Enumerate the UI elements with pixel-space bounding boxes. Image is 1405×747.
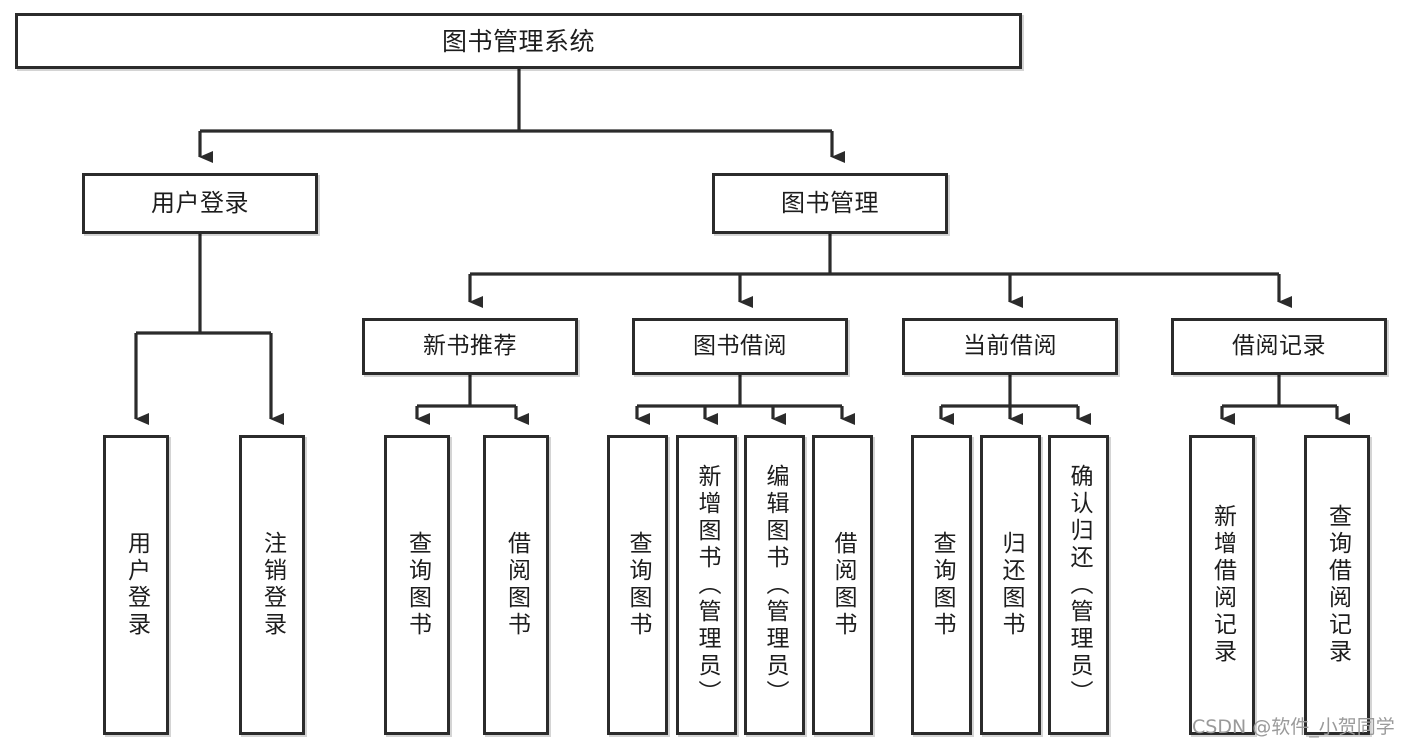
- leaf-user-login-login[interactable]: 用户登录: [103, 435, 169, 735]
- leaf-record-add-record[interactable]: 新增借阅记录: [1189, 435, 1255, 735]
- leaf-recommend-query-book[interactable]: 查询图书: [384, 435, 450, 735]
- leaf-borrow-edit-book[interactable]: 编辑图书（管理员）: [744, 435, 805, 735]
- node-label: 新增图书（管理员）: [694, 463, 720, 707]
- leaf-recommend-borrow-book[interactable]: 借阅图书: [483, 435, 549, 735]
- node-label: 用户登录: [123, 531, 150, 639]
- node-label: 编辑图书（管理员）: [762, 463, 788, 707]
- node-label: 借阅记录: [1232, 333, 1326, 360]
- leaf-current-confirm-return[interactable]: 确认归还（管理员）: [1048, 435, 1109, 735]
- leaf-borrow-query-book[interactable]: 查询图书: [607, 435, 668, 735]
- leaf-current-return-book[interactable]: 归还图书: [980, 435, 1041, 735]
- node-current-borrow[interactable]: 当前借阅: [902, 318, 1118, 375]
- leaf-current-query-book[interactable]: 查询图书: [911, 435, 972, 735]
- node-label: 归还图书: [998, 531, 1024, 639]
- node-label: 借阅图书: [830, 531, 856, 639]
- node-book-management[interactable]: 图书管理: [712, 173, 948, 234]
- node-new-book-recommend[interactable]: 新书推荐: [362, 318, 578, 375]
- node-user-login[interactable]: 用户登录: [82, 173, 318, 234]
- node-label: 查询图书: [625, 531, 651, 639]
- node-label: 新书推荐: [423, 333, 517, 360]
- node-label: 查询图书: [404, 531, 431, 639]
- node-label: 新增借阅记录: [1209, 504, 1236, 666]
- node-label: 借阅图书: [503, 531, 530, 639]
- node-root[interactable]: 图书管理系统: [15, 13, 1022, 69]
- node-label: 查询图书: [929, 531, 955, 639]
- leaf-record-query-record[interactable]: 查询借阅记录: [1304, 435, 1370, 735]
- node-book-borrow[interactable]: 图书借阅: [632, 318, 848, 375]
- node-label: 注销登录: [259, 531, 286, 639]
- node-label: 图书借阅: [693, 333, 787, 360]
- node-label: 当前借阅: [963, 333, 1057, 360]
- node-label: 确认归还（管理员）: [1066, 463, 1092, 707]
- node-borrow-record[interactable]: 借阅记录: [1171, 318, 1387, 375]
- leaf-user-login-logout[interactable]: 注销登录: [239, 435, 305, 735]
- leaf-borrow-borrow-book[interactable]: 借阅图书: [812, 435, 873, 735]
- node-label: 用户登录: [151, 188, 249, 217]
- node-label: 查询借阅记录: [1324, 504, 1351, 666]
- leaf-borrow-add-book[interactable]: 新增图书（管理员）: [676, 435, 737, 735]
- watermark-text: CSDN @软件_小贺同学: [1192, 716, 1395, 738]
- node-label: 图书管理系统: [441, 26, 595, 56]
- node-label: 图书管理: [781, 188, 879, 217]
